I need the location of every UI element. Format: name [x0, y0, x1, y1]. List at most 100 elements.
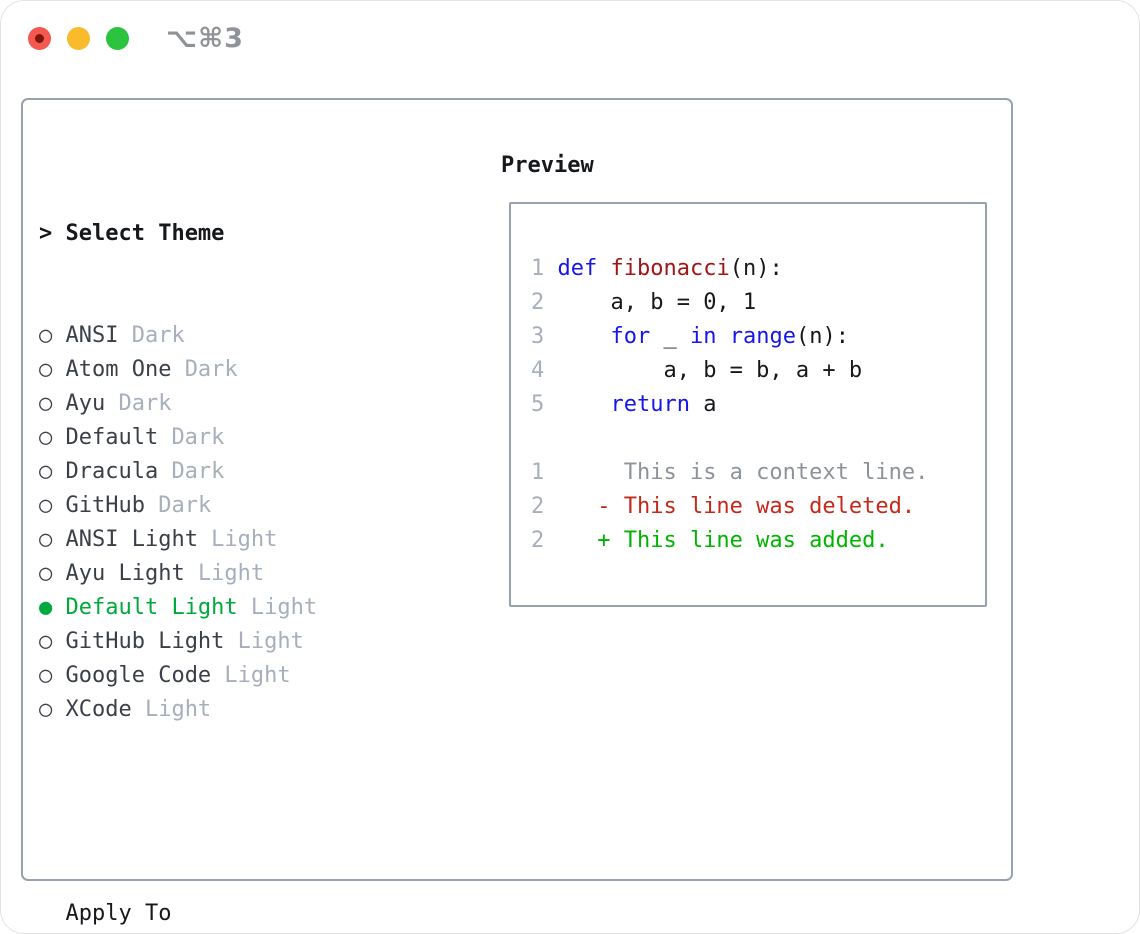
- code-segment: (n):: [729, 256, 783, 281]
- theme-item-ansi-light[interactable]: ○ ANSI Light Light: [39, 523, 410, 557]
- code-line: 4 a, b = b, a + b: [531, 354, 928, 388]
- theme-name: Ayu Light: [65, 561, 185, 586]
- theme-name: Default Light: [65, 595, 238, 620]
- theme-item-atom-one[interactable]: ○ Atom One Dark: [39, 353, 410, 387]
- radio-unselected-icon: ○: [39, 527, 53, 552]
- select-theme-header: > Select Theme: [39, 217, 410, 251]
- theme-variant-tag: Light: [237, 629, 304, 654]
- apply-to-header: Apply To: [39, 897, 410, 931]
- line-number: 2: [531, 494, 545, 519]
- code-segment: (n):: [795, 324, 849, 349]
- theme-name: XCode: [65, 697, 132, 722]
- code-segment: + This line was added.: [544, 528, 889, 553]
- theme-name: GitHub: [65, 493, 145, 518]
- radio-unselected-icon: ○: [39, 663, 53, 688]
- theme-variant-tag: Light: [211, 527, 278, 552]
- radio-unselected-icon: ○: [39, 357, 53, 382]
- theme-variant-tag: Dark: [171, 425, 225, 450]
- code-segment: [544, 256, 557, 281]
- spacer-row: [39, 795, 410, 829]
- code-segment: This is a context line.: [544, 460, 929, 485]
- theme-item-github[interactable]: ○ GitHub Dark: [39, 489, 410, 523]
- line-number: 1: [531, 256, 545, 281]
- theme-variant-tag: Dark: [158, 493, 212, 518]
- code-segment: - This line was deleted.: [544, 494, 916, 519]
- radio-selected-icon: ●: [39, 595, 53, 620]
- line-number: 5: [531, 392, 545, 417]
- theme-item-ayu[interactable]: ○ Ayu Dark: [39, 387, 410, 421]
- theme-item-google-code[interactable]: ○ Google Code Light: [39, 659, 410, 693]
- select-theme-title: Select Theme: [65, 221, 225, 246]
- radio-unselected-icon: ○: [39, 425, 53, 450]
- blank-line: [531, 422, 928, 456]
- theme-item-ayu-light[interactable]: ○ Ayu Light Light: [39, 557, 410, 591]
- theme-item-default-light[interactable]: ● Default Light Light: [39, 591, 410, 625]
- radio-unselected-icon: ○: [39, 493, 53, 518]
- minimize-button[interactable]: [67, 27, 90, 50]
- theme-variant-tag: Dark: [184, 357, 238, 382]
- theme-name: Dracula: [65, 459, 159, 484]
- code-line: 2 - This line was deleted.: [531, 490, 928, 524]
- window-title-shortcut: ⌥⌘3: [166, 23, 244, 54]
- code-segment: [544, 392, 610, 417]
- radio-unselected-icon: ○: [39, 459, 53, 484]
- code-line: 1 def fibonacci(n):: [531, 252, 928, 286]
- radio-unselected-icon: ○: [39, 323, 53, 348]
- theme-name: GitHub Light: [65, 629, 225, 654]
- close-button-dot: [35, 34, 44, 43]
- theme-item-ansi[interactable]: ○ ANSI Dark: [39, 319, 410, 353]
- theme-variant-tag: Light: [144, 697, 212, 722]
- line-number: 3: [531, 324, 545, 349]
- theme-name: Ayu: [65, 391, 106, 416]
- theme-item-github-light[interactable]: ○ GitHub Light Light: [39, 625, 410, 659]
- code-segment: def: [557, 256, 598, 281]
- theme-name: Atom One: [65, 357, 172, 382]
- code-segment: a, b = b, a + b: [544, 358, 863, 383]
- theme-name: Default: [65, 425, 159, 450]
- cursor-prompt-icon: >: [39, 221, 53, 246]
- code-segment: [544, 324, 610, 349]
- radio-unselected-icon: ○: [39, 697, 53, 722]
- theme-name: ANSI Light: [65, 527, 198, 552]
- line-number: 1: [531, 460, 545, 485]
- theme-variant-tag: Light: [250, 595, 318, 620]
- radio-unselected-icon: ○: [39, 629, 53, 654]
- code-line: 3 for _ in range(n):: [531, 320, 928, 354]
- theme-variant-tag: Dark: [131, 323, 185, 348]
- theme-item-default[interactable]: ○ Default Dark: [39, 421, 410, 455]
- theme-variant-tag: Light: [224, 663, 291, 688]
- code-segment: [716, 324, 729, 349]
- code-line: 5 return a: [531, 388, 928, 422]
- code-segment: return: [610, 392, 690, 417]
- code-segment: range: [729, 324, 796, 349]
- code-segment: _: [650, 324, 690, 349]
- theme-name: Google Code: [65, 663, 212, 688]
- code-segment: a, b = 0, 1: [544, 290, 757, 315]
- code-segment: [597, 256, 610, 281]
- theme-name: ANSI: [65, 323, 119, 348]
- radio-unselected-icon: ○: [39, 561, 53, 586]
- zoom-button[interactable]: [106, 27, 129, 50]
- close-button[interactable]: [28, 27, 51, 50]
- line-number: 2: [531, 528, 545, 553]
- radio-unselected-icon: ○: [39, 391, 53, 416]
- line-number: 2: [531, 290, 545, 315]
- code-line: 2 + This line was added.: [531, 524, 928, 558]
- code-segment: in: [689, 324, 717, 349]
- theme-item-xcode[interactable]: ○ XCode Light: [39, 693, 410, 727]
- code-segment: for: [610, 324, 651, 349]
- code-line: 2 a, b = 0, 1: [531, 286, 928, 320]
- apply-to-title: Apply To: [65, 901, 172, 926]
- line-number: 4: [531, 358, 545, 383]
- code-segment: a: [689, 392, 717, 417]
- theme-variant-tag: Light: [197, 561, 265, 586]
- theme-variant-tag: Dark: [118, 391, 172, 416]
- code-line: 1 This is a context line.: [531, 456, 928, 490]
